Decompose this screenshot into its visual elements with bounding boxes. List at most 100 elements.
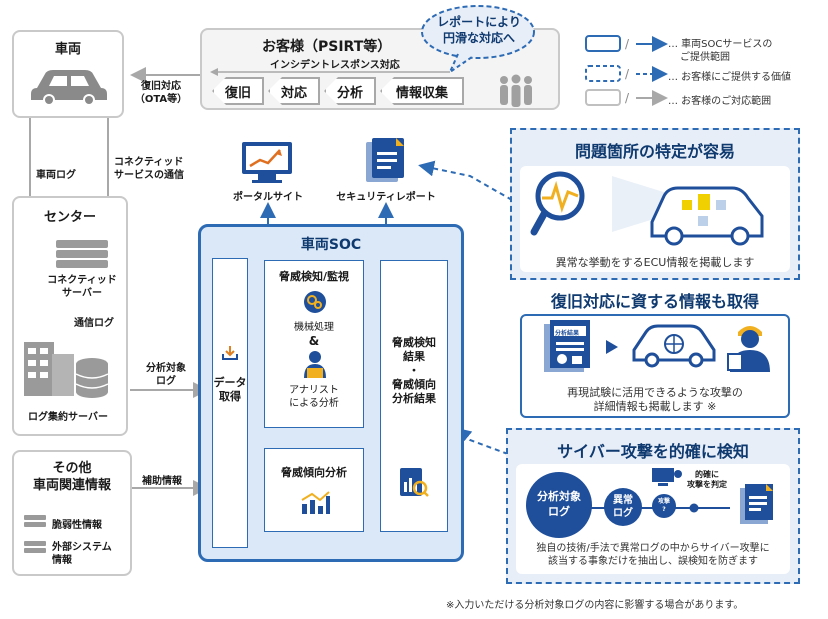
judge-computer-icon: [652, 468, 682, 486]
data-get-line2: 取得: [219, 390, 241, 403]
technician-icon: [727, 326, 770, 372]
attack-circle-line2: ?: [662, 506, 666, 513]
analysis-log-line1: 分析対象: [146, 363, 186, 374]
detect-title: 脅威検知/監視: [278, 270, 350, 283]
anomaly-circle-line1: 異常: [613, 495, 633, 506]
vuln-info-label: 脆弱性情報: [52, 520, 102, 531]
judge-label: 的確に 攻撃を判定: [676, 470, 738, 490]
judge-line2: 攻撃を判定: [687, 480, 727, 489]
panel-identify-title: 問題箇所の特定が容易: [574, 142, 735, 161]
log-circle: 分析対象 ログ: [526, 472, 592, 538]
magnifier-icon: [530, 171, 585, 236]
step-recovery-label: 復旧: [224, 85, 251, 101]
anomaly-circle-line2: ログ: [613, 508, 633, 519]
log-circle-line1: 分析対象: [537, 490, 581, 503]
vehicle-log-label: 車両ログ: [36, 170, 76, 181]
panel-detect-caption: 独自の技術/手法で異常ログの中からサイバー攻撃に 該当する事象だけを抽出し、誤検…: [516, 542, 790, 568]
portal-icon: [242, 142, 292, 183]
trend-title: 脅威傾向分析: [281, 466, 347, 479]
panel-identify-caption: 異常な挙動をするECU情報を掲載します: [555, 256, 755, 269]
aux-info-label: 補助情報: [142, 476, 182, 487]
panel-recovery-caption: 再現試験に活用できるような攻撃の 詳細情報も掲載します ※: [520, 386, 790, 414]
log-server-icon: [24, 342, 109, 398]
bubble-line2: 円滑な対応へ: [442, 31, 515, 45]
panel-recovery-title: 復旧対応に資する情報も取得: [550, 292, 759, 311]
judge-line1: 的確に: [695, 470, 719, 479]
analysis-log-label: 分析対象 ログ: [134, 362, 198, 388]
legend-customer: … お客様のご対応範囲: [668, 96, 772, 107]
panel-recovery-caption2: 詳細情報も掲載します ※: [593, 400, 717, 413]
connected-line1: コネクティッド: [114, 157, 184, 168]
svg-text:/: /: [625, 67, 630, 81]
connected-line2: サービスの通信: [114, 170, 184, 181]
ota-label-line1: 復旧対応: [141, 81, 181, 92]
analyst-line2: による分析: [289, 398, 339, 409]
data-get-label: データ 取得: [212, 376, 248, 404]
legend-value: … お客様にご提供する価値: [668, 72, 791, 83]
vehicle-box: 車両: [12, 30, 124, 118]
analysis-log-line2: ログ: [156, 376, 176, 387]
external-system-label: 外部システム 情報: [52, 541, 112, 567]
external-system-line2: 情報: [52, 555, 72, 566]
result-report-icon: [400, 468, 429, 497]
other-title: その他 車両関連情報: [14, 460, 130, 494]
detect-box: [264, 260, 364, 428]
step-analysis-label: 分析: [336, 85, 363, 101]
connected-server-line1: コネクティッド: [47, 275, 117, 286]
comm-log-label: 通信ログ: [74, 318, 114, 329]
connected-service-label: コネクティッド サービスの通信: [114, 156, 184, 182]
customer-subtitle: インシデントレスポンス対応: [270, 60, 400, 71]
amp-label: &: [308, 334, 320, 348]
people-icon: [500, 74, 532, 107]
triangle-arrow-icon: [606, 340, 618, 354]
analyst-icon: [304, 351, 326, 378]
log-server-label: ログ集約サーバー: [28, 412, 108, 423]
panel-recovery-caption1: 再現試験に活用できるような攻撃の: [567, 386, 743, 399]
step-response-label: 対応: [280, 85, 307, 101]
svg-text:/: /: [625, 91, 630, 105]
subtitle-arrow: [210, 68, 450, 76]
external-system-line1: 外部システム: [52, 542, 112, 553]
report-icon: [366, 138, 404, 182]
result-label: 脅威検知 結果 ・ 脅威傾向 分析結果: [380, 336, 448, 406]
data-get-box: [212, 258, 248, 548]
result-line4: 脅威傾向: [392, 378, 436, 391]
other-title-line2: 車両関連情報: [32, 478, 111, 493]
analyst-line1: アナリスト: [289, 385, 339, 396]
result-line5: 分析結果: [392, 392, 436, 405]
result-line2: 結果: [403, 350, 425, 363]
machine-label: 機械処理: [294, 322, 334, 333]
machine-processing-icon: [304, 291, 326, 313]
download-icon: [222, 346, 238, 360]
vuln-info-icon: [24, 515, 46, 527]
speech-bubble-shape: [421, 5, 535, 75]
diag-car-icon: [632, 324, 716, 368]
detect-report-icon: [740, 484, 773, 524]
step-collect-label: 情報収集: [395, 85, 448, 101]
attack-circle-line1: 攻撃: [657, 498, 670, 505]
portal-label: ポータルサイト: [233, 192, 303, 203]
panel-detect-title: サイバー攻撃を的確に検知: [557, 442, 749, 461]
vehicle-title: 車両: [54, 42, 81, 57]
legend-soc-line2: ご提供範囲: [680, 52, 730, 63]
panel-detect-caption1: 独自の技術/手法で異常ログの中からサイバー攻撃に: [536, 543, 770, 554]
external-system-icon: [24, 541, 46, 553]
connected-server-icon: [56, 240, 108, 268]
connected-server-label: コネクティッド サーバー: [40, 274, 124, 300]
connected-server-line2: サーバー: [62, 288, 102, 299]
svg-text:/: /: [625, 37, 630, 51]
footnote: ※入力いただける分析対象ログの内容に影響する場合があります。: [446, 600, 744, 611]
report-label: セキュリティレポート: [336, 192, 436, 203]
trend-box: [264, 448, 364, 532]
legend-soc-line1: … 車両SOCサービスの: [668, 39, 773, 50]
panel-detect-caption2: 該当する事象だけを抽出し、誤検知を防ぎます: [548, 556, 758, 567]
step-collect: 情報収集: [380, 77, 464, 105]
data-get-line1: データ: [213, 376, 247, 389]
customer-title: お客様（PSIRT等）: [262, 39, 392, 55]
legend-soc: … 車両SOCサービスの ご提供範囲: [668, 38, 772, 64]
other-title-line1: その他: [52, 461, 92, 476]
step-analysis: 分析: [324, 77, 376, 105]
ota-label-line2: （OTA等）: [134, 94, 188, 105]
ota-label: 復旧対応 （OTA等）: [130, 80, 192, 106]
result-line1: 脅威検知: [392, 336, 436, 349]
